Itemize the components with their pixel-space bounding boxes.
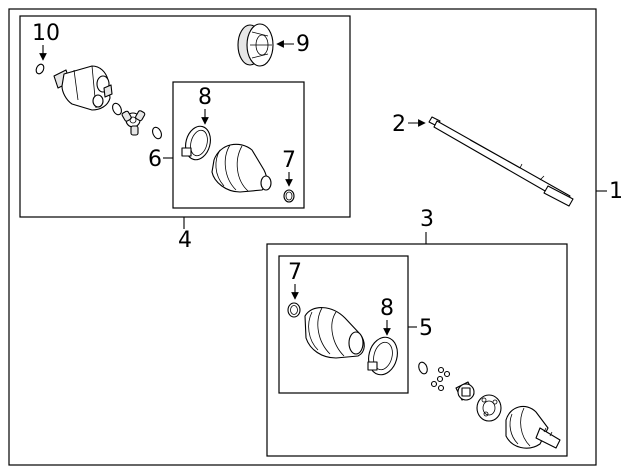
boot-clamp-large-lower	[367, 336, 398, 376]
callout-4: 4	[178, 228, 192, 253]
callout-9: 9	[296, 32, 310, 57]
callout-10: 10	[32, 21, 60, 46]
boot-clamp-large-upper	[181, 125, 211, 161]
callout-2: 2	[392, 112, 406, 137]
callout-7-upper: 7	[282, 148, 296, 173]
inner-joint-housing	[53, 65, 113, 111]
circlip	[112, 102, 122, 116]
callout-8-lower: 8	[380, 296, 394, 321]
assembly-box-3	[266, 243, 568, 457]
callout-5: 5	[419, 316, 433, 341]
assembly-box-4	[19, 15, 351, 218]
outer-joint-housing	[505, 405, 561, 449]
assembly-box-6	[172, 81, 305, 209]
callout-3: 3	[420, 207, 434, 232]
ball-bearings	[418, 361, 451, 392]
retaining-ring	[152, 126, 162, 140]
boot-clamp-small-lower	[287, 302, 301, 318]
outer-boot	[304, 307, 365, 359]
callout-8-upper: 8	[198, 85, 212, 110]
inner-race	[455, 381, 475, 401]
snap-ring-10	[35, 63, 45, 75]
callout-7-lower: 7	[288, 260, 302, 285]
callout-6: 6	[148, 147, 162, 172]
dust-deflector-9	[237, 23, 274, 67]
bearing-cage	[476, 394, 502, 422]
inner-boot	[211, 143, 272, 193]
callout-1: 1	[609, 179, 623, 204]
tripod-spider	[121, 110, 146, 136]
assembly-box-5	[278, 255, 409, 394]
axle-shaft	[428, 116, 574, 207]
outer-frame	[8, 8, 597, 466]
